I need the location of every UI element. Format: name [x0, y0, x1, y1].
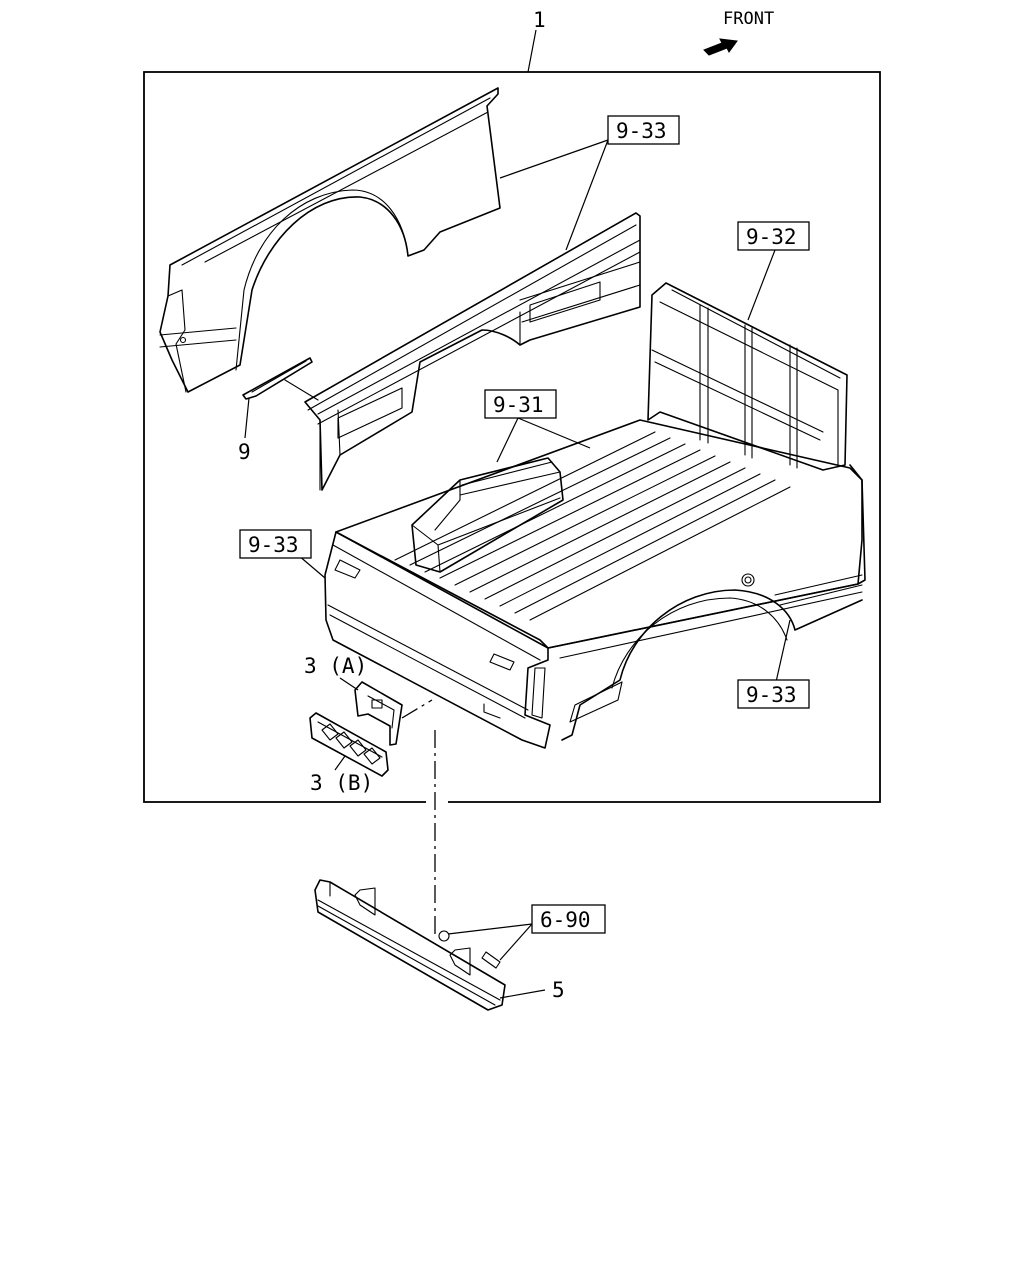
- part-3b-plate: [309, 712, 389, 777]
- svg-text:9-33: 9-33: [616, 119, 667, 143]
- callout-9-33-top: 9-33: [607, 115, 680, 145]
- part-3a-plate: [354, 681, 403, 746]
- callout-9-32: 9-32: [737, 221, 810, 251]
- callout-5: 5: [552, 978, 565, 1002]
- callout-9: 9: [238, 440, 251, 464]
- svg-text:9-33: 9-33: [248, 533, 299, 557]
- callout-9-31: 9-31: [484, 389, 557, 419]
- svg-text:9-33: 9-33: [746, 683, 797, 707]
- front-indicator: FRONT: [703, 9, 774, 56]
- front-label: FRONT: [723, 9, 774, 29]
- assembly-frame: [143, 71, 881, 803]
- part-5-rear-bumper: [314, 879, 506, 1011]
- svg-text:6-90: 6-90: [540, 908, 591, 932]
- callout-9-33-left: 9-33: [239, 529, 312, 559]
- callout-3a: 3 (A): [304, 654, 367, 678]
- callout-3b: 3 (B): [310, 771, 373, 795]
- callout-6-90: 6-90: [531, 904, 606, 934]
- callout-1: 1: [533, 8, 546, 32]
- part-9-31-wheel-housing: [411, 457, 564, 573]
- inner-side-panel: [304, 212, 641, 491]
- svg-text:9-32: 9-32: [746, 225, 797, 249]
- svg-text:9-31: 9-31: [493, 393, 544, 417]
- front-arrow-icon: [703, 38, 738, 56]
- outer-side-panel: [159, 87, 501, 393]
- bed-assembly: [324, 282, 866, 749]
- part-9-bracket: [242, 357, 319, 401]
- callout-9-33-right: 9-33: [737, 679, 810, 709]
